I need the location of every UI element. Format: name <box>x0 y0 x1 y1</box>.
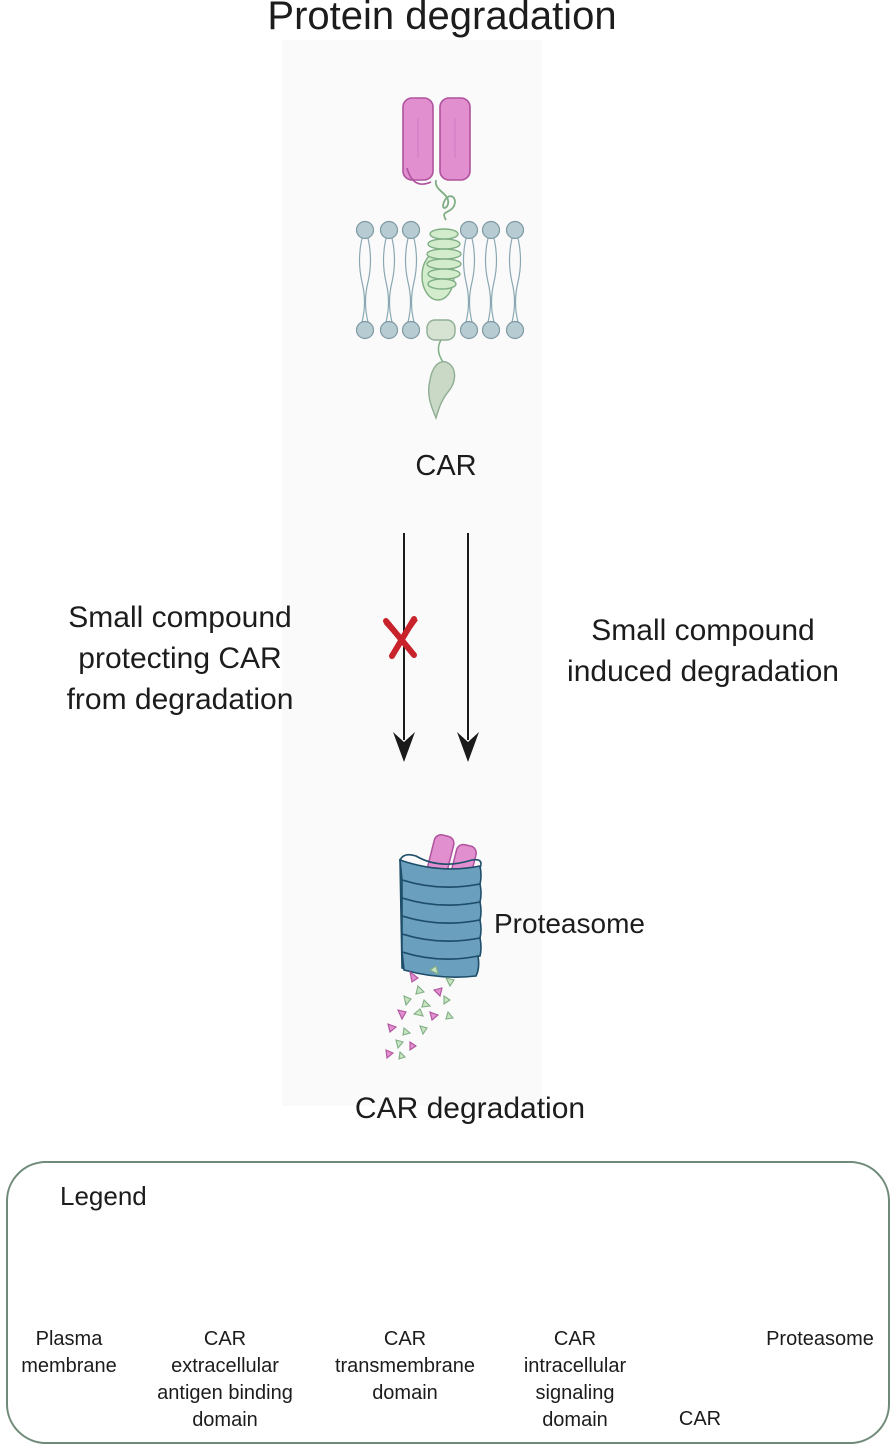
legend-label-line: antigen binding <box>157 1382 293 1404</box>
plasma-membrane <box>355 220 525 340</box>
legend-label-line: signaling <box>535 1382 615 1404</box>
caption-line: induced degradation <box>567 655 839 688</box>
proteasome-label: Proteasome <box>494 908 645 939</box>
legend-label-line: Plasma <box>35 1328 103 1350</box>
intracellular-domain <box>426 319 456 421</box>
inhibition-x-icon <box>383 616 418 659</box>
legend-label-extracellular-domain: CAR extracellular antigen binding domain <box>140 1326 310 1434</box>
legend-label-line: membrane <box>21 1355 117 1377</box>
degraded-fragments <box>385 965 455 1060</box>
legend-label-line: domain <box>542 1409 608 1431</box>
legend-label-line: CAR <box>383 1328 427 1350</box>
car-structure <box>355 97 525 421</box>
legend-label-line: Proteasome <box>766 1328 874 1350</box>
legend-label-transmembrane-domain: CAR transmembrane domain <box>322 1326 488 1407</box>
legend-label-line: CAR <box>553 1328 597 1350</box>
transmembrane-domain <box>421 228 462 301</box>
car-label: CAR <box>415 450 477 482</box>
degradation-compound-caption: Small compound induced degradation <box>530 610 876 692</box>
caption-line: from degradation <box>66 683 294 716</box>
legend-box <box>6 1161 890 1444</box>
car-degradation-label: CAR degradation <box>354 1092 586 1125</box>
proteasome-structure <box>399 834 482 978</box>
legend-label-line: domain <box>192 1409 258 1431</box>
legend-title: Legend <box>60 1181 147 1211</box>
legend-label-line: CAR <box>678 1408 722 1430</box>
legend-label-line: intracellular <box>523 1355 627 1377</box>
pathway-arrows <box>383 533 479 762</box>
page-title: Protein degradation <box>267 0 617 38</box>
caption-line: Small compound <box>68 601 292 634</box>
caption-line: Small compound <box>591 614 815 647</box>
legend-label-line: CAR <box>203 1328 247 1350</box>
legend-label-proteasome: Proteasome <box>750 1326 890 1353</box>
legend-label-car: CAR <box>660 1406 740 1433</box>
legend-label-line: extracellular <box>171 1355 279 1377</box>
legend-label-plasma-membrane: Plasma membrane <box>8 1326 130 1380</box>
caption-line: protecting CAR <box>78 642 282 675</box>
hinge-coil <box>434 179 456 221</box>
legend-label-line: domain <box>372 1382 438 1404</box>
legend-label-line: transmembrane <box>334 1355 476 1377</box>
legend-label-intracellular-domain: CAR intracellular signaling domain <box>500 1326 650 1434</box>
extracellular-domain <box>402 97 471 185</box>
protecting-compound-caption: Small compound protecting CAR from degra… <box>30 597 330 720</box>
